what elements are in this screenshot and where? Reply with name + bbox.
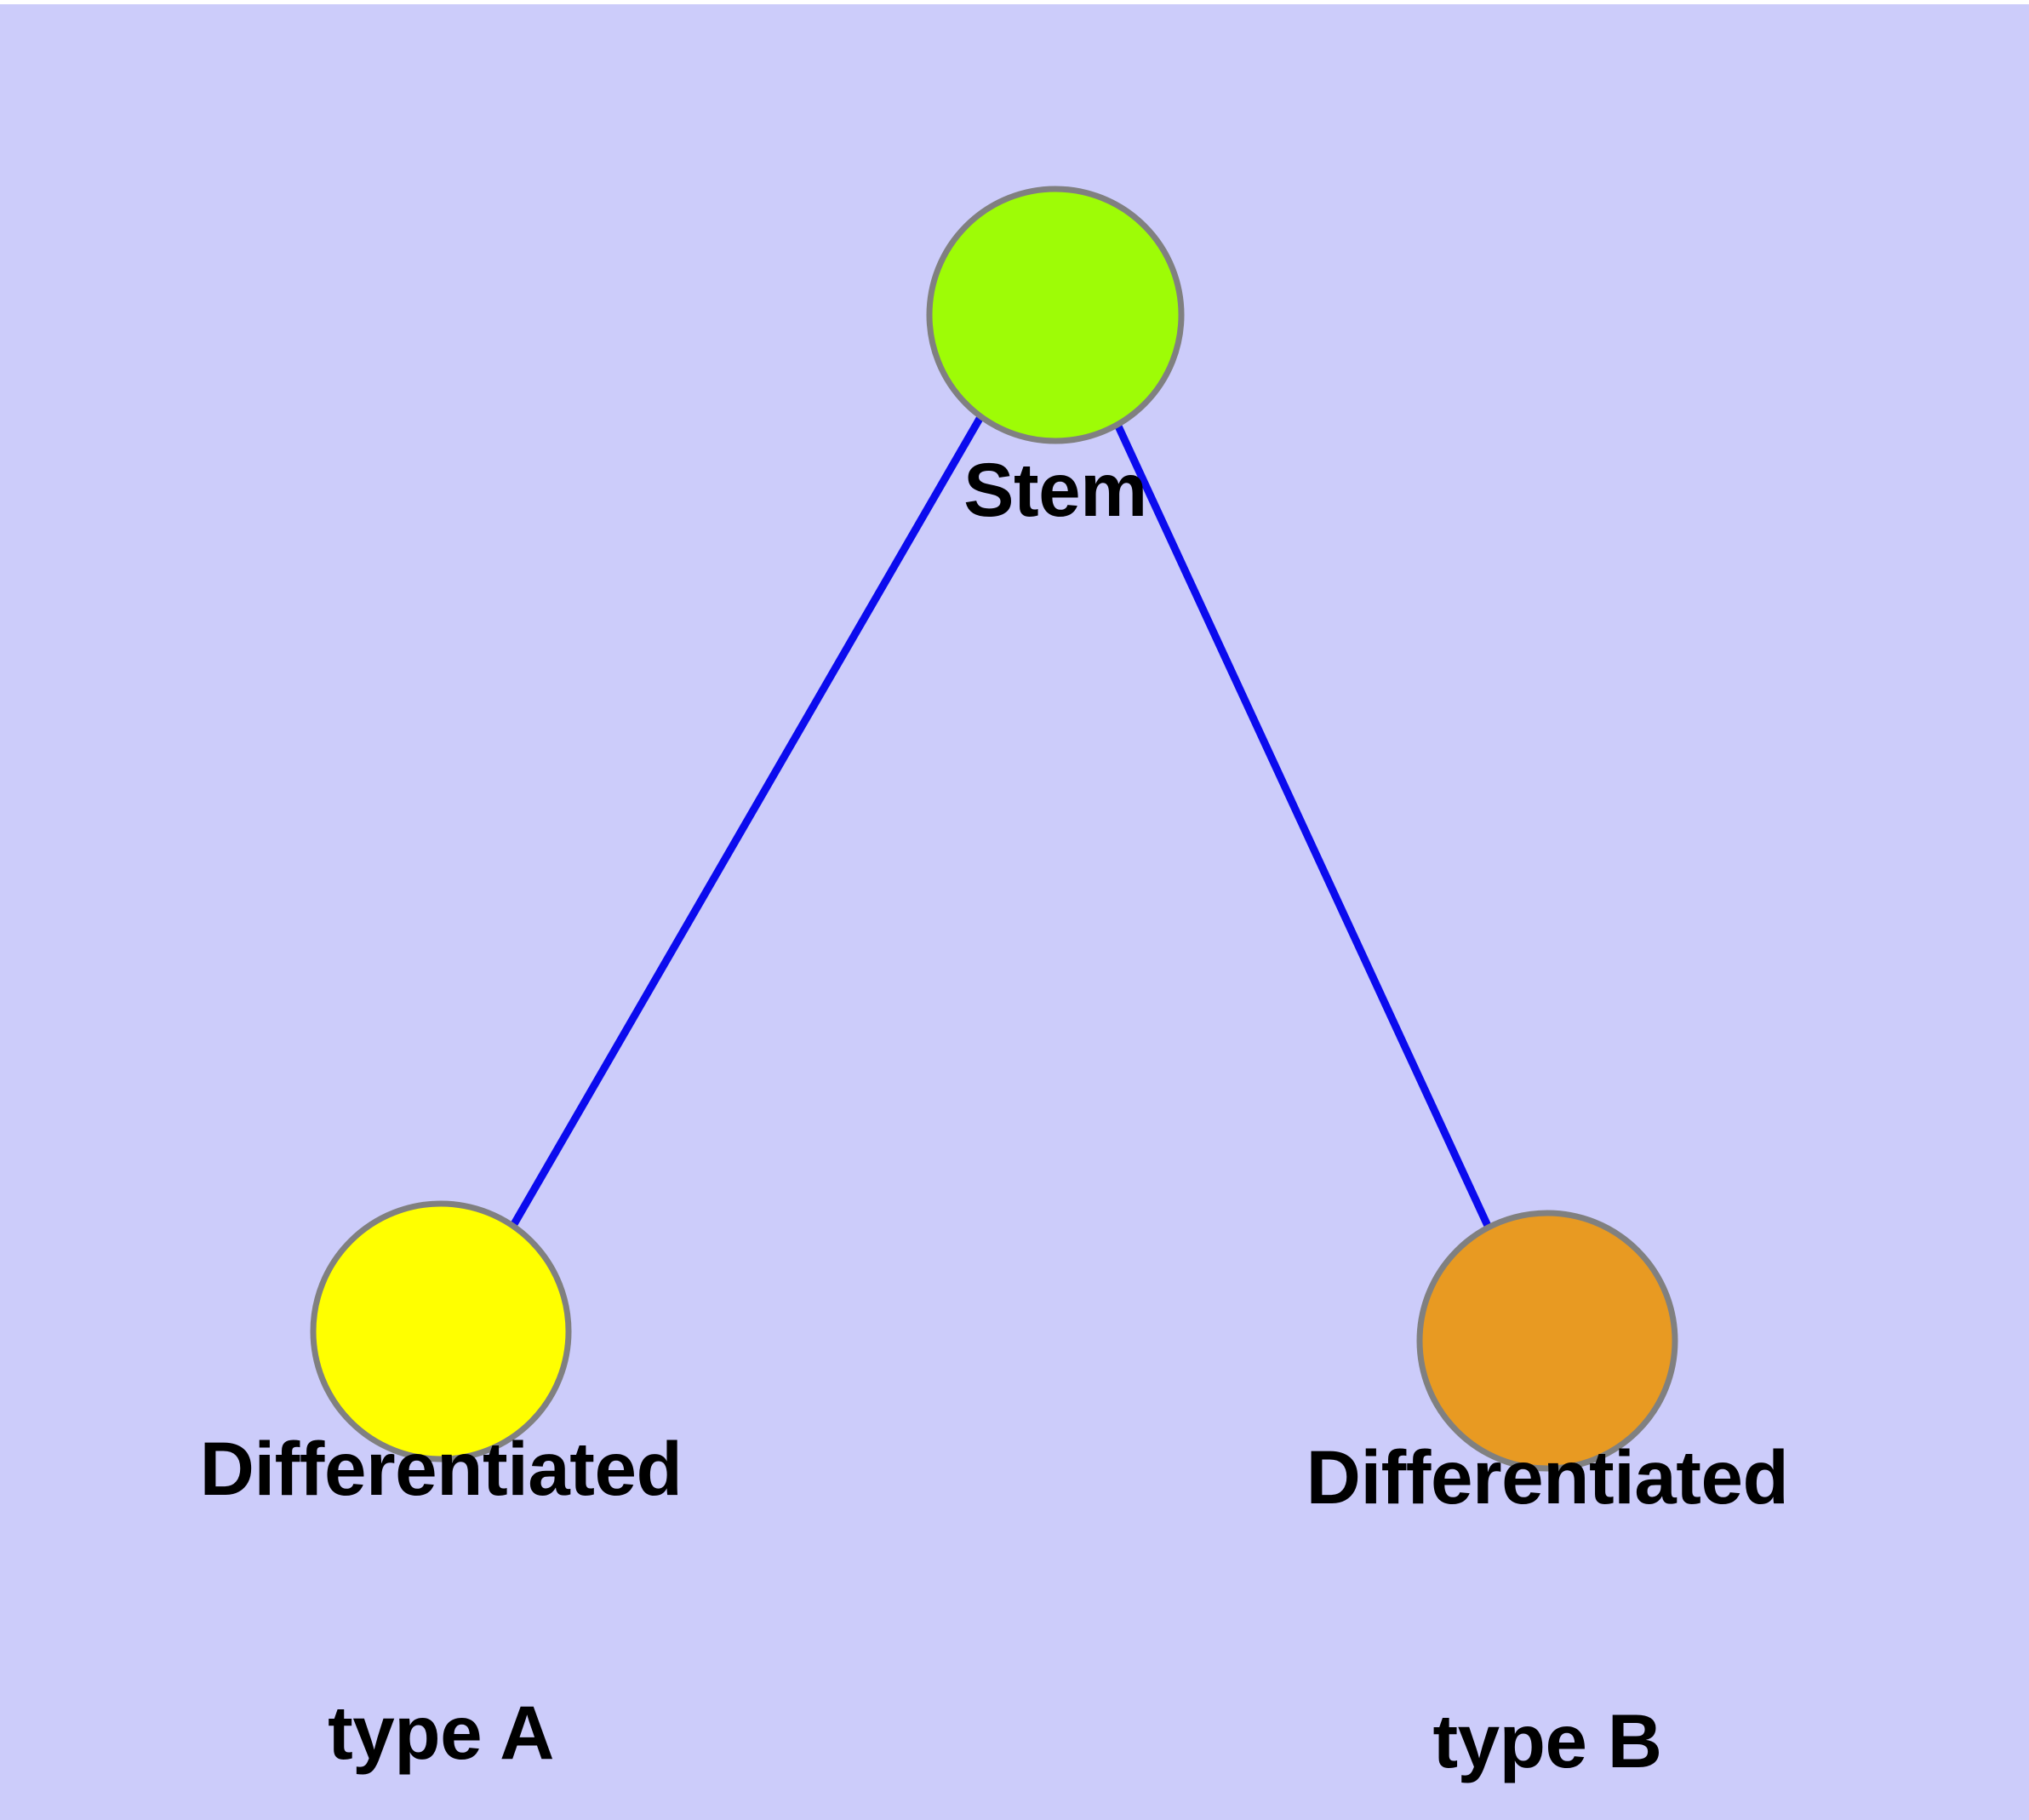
edge-stem-to-differentiated-type-b[interactable] (1111, 417, 1492, 1228)
node-differentiated-type-a[interactable] (310, 1200, 572, 1462)
edge-stem-to-differentiated-type-a[interactable] (511, 415, 984, 1227)
node-differentiated-type-b[interactable] (1416, 1210, 1678, 1472)
node-stem[interactable] (926, 186, 1185, 444)
node-group (310, 186, 1678, 1472)
edge-group (511, 415, 1492, 1228)
